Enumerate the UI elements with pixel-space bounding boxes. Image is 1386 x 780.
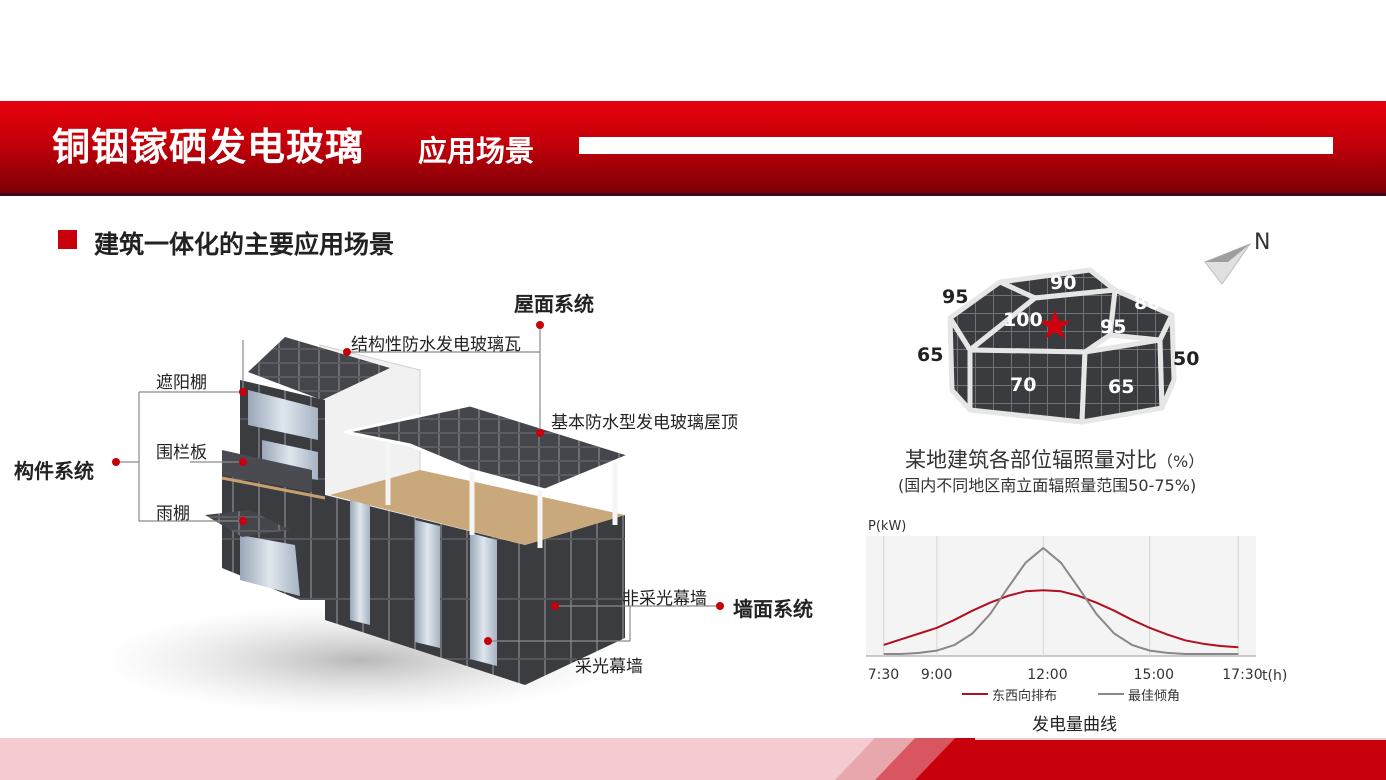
building-diagram — [100, 321, 724, 715]
glass-strip-2 — [415, 520, 440, 648]
value-front-right: 65 — [1108, 376, 1135, 398]
railing-label: 围栏板 — [156, 443, 207, 463]
canopy-label: 雨棚 — [156, 504, 190, 524]
footer-red-block — [955, 740, 1386, 780]
left-tower-glass — [248, 390, 318, 440]
x-tick-label: 12:00 — [1027, 667, 1068, 683]
irradiance-title: 某地建筑各部位辐照量对比（%） — [905, 444, 1204, 474]
value-top-right: 80 — [1134, 292, 1161, 314]
x-tick-label: 7:30 — [867, 667, 900, 683]
legend-east-west: 东西向排布 — [992, 689, 1058, 704]
component-system-label: 构件系统 — [14, 459, 94, 483]
series-line-1 — [883, 547, 1239, 655]
main-side-facade — [525, 515, 625, 685]
chart-title: 发电量曲线 — [1032, 715, 1117, 735]
x-tick-label: 9:00 — [920, 667, 953, 683]
value-top-front-right: 95 — [1100, 316, 1127, 338]
compass-label: N — [1254, 230, 1271, 255]
roof-tile-label: 结构性防水发电玻璃瓦 — [351, 335, 521, 355]
legend-swatch-optimal — [1098, 693, 1124, 695]
chart-plot-area — [866, 536, 1256, 656]
lighting-wall-label: 采光幕墙 — [575, 657, 643, 677]
value-right: 50 — [1173, 348, 1200, 370]
left-lower-glass — [240, 535, 300, 596]
irradiance-unit: （%） — [1157, 452, 1205, 471]
face-right — [1157, 312, 1177, 411]
section-bullet-icon — [58, 230, 77, 249]
page-title: 铜铟镓硒发电玻璃 — [52, 125, 365, 169]
power-chart — [866, 536, 1256, 657]
roof-top-label: 基本防水型发电玻璃屋顶 — [551, 413, 738, 433]
header-divider — [0, 193, 1386, 196]
footer-decoration — [835, 738, 975, 780]
value-top-center: 100 — [1003, 309, 1043, 331]
section-title: 建筑一体化的主要应用场景 — [94, 230, 395, 259]
series-line-0 — [883, 589, 1239, 649]
legend-swatch-east-west — [962, 693, 988, 695]
value-left: 65 — [917, 344, 944, 366]
irradiance-diagram — [947, 267, 1177, 425]
compass-icon — [1204, 242, 1252, 285]
irradiance-title-text: 某地建筑各部位辐照量对比 — [905, 448, 1157, 472]
glass-strip-3 — [470, 533, 497, 666]
x-tick-label: 15:00 — [1133, 667, 1174, 683]
wall-system-label: 墙面系统 — [733, 597, 813, 621]
irradiance-note: (国内不同地区南立面辐照量范围50-75%) — [898, 476, 1197, 495]
legend-optimal: 最佳倾角 — [1128, 689, 1181, 704]
header-white-bar — [579, 137, 1333, 154]
value-top-back: 90 — [1050, 272, 1077, 294]
x-tick-label: 17:30 — [1222, 667, 1263, 683]
value-front: 70 — [1010, 374, 1037, 396]
chart-ylabel: P(kW) — [868, 519, 907, 534]
sunshade-label: 遮阳棚 — [156, 373, 207, 393]
non-lighting-wall-label: 非采光幕墙 — [622, 589, 707, 609]
glass-strip-1 — [350, 500, 370, 625]
star-icon — [1039, 310, 1071, 339]
chart-xlabel: t(h) — [1262, 668, 1288, 684]
value-top-left: 95 — [942, 286, 969, 308]
canopy-panel — [205, 510, 290, 537]
roof-system-label: 屋面系统 — [514, 292, 594, 316]
left-roof — [248, 337, 390, 400]
page-subtitle: 应用场景 — [418, 134, 535, 168]
terrace-deck — [330, 470, 625, 545]
main-roof — [344, 403, 635, 492]
